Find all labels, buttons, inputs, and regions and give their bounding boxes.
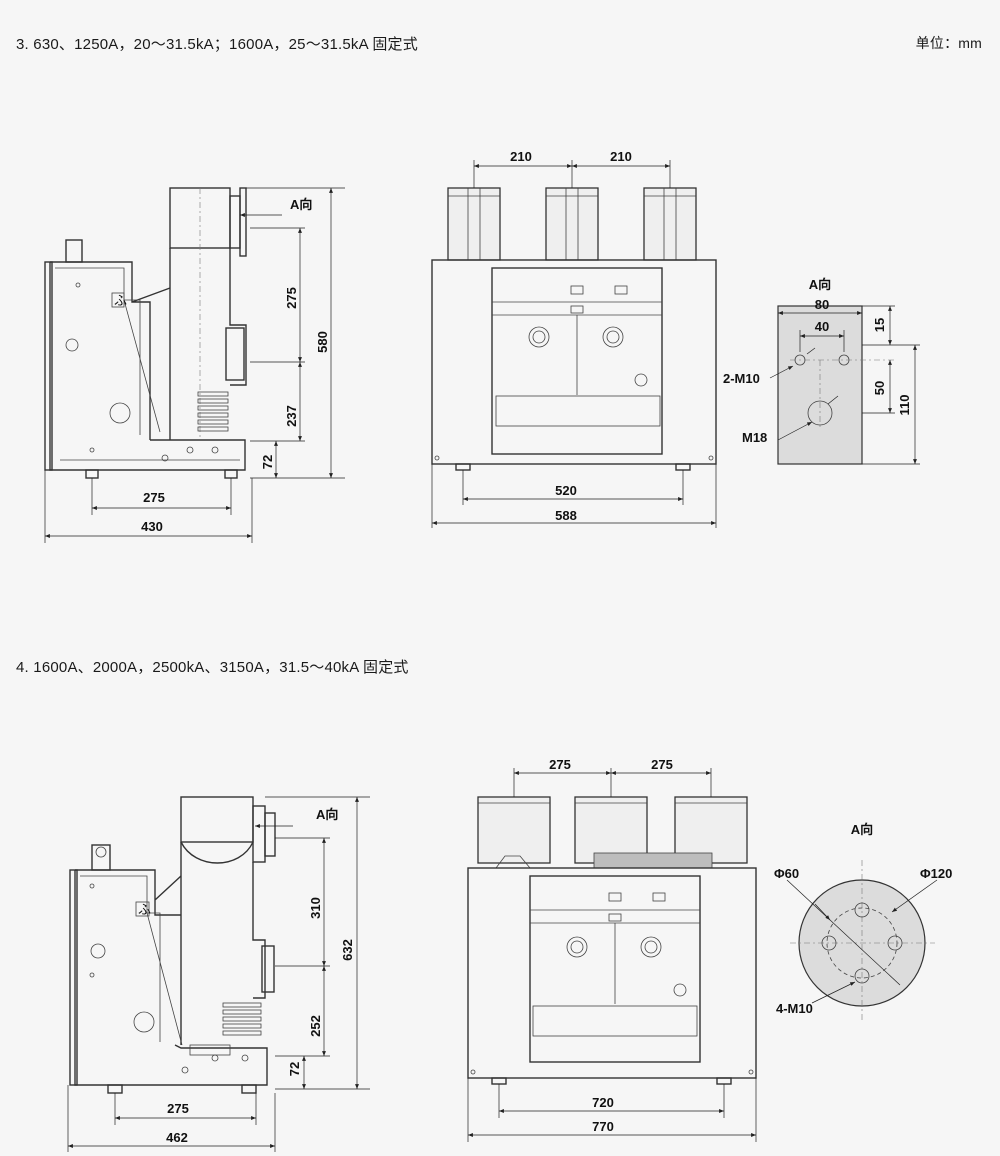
s3-dim-588: 588: [555, 508, 577, 523]
s3-dim-15: 15: [872, 318, 887, 332]
s3-dim-275-vertical: 275: [284, 287, 299, 309]
s4-pole-left: [477, 796, 551, 864]
s3-side-a-view-label: A向: [290, 197, 312, 212]
s3-dim-430: 430: [141, 519, 163, 534]
s3-dim-210-a: 210: [510, 149, 532, 164]
s4-front-panel: [529, 875, 701, 1063]
s4-front-frame: [467, 867, 757, 1079]
s3-a-view: A向 80 40 15 50 110 2-M10 M18: [723, 277, 920, 465]
s4-dim-275-b: 275: [651, 757, 673, 772]
s3-dim-210-b: 210: [610, 149, 632, 164]
s4-front-view: 275 275 720 770: [467, 757, 757, 1142]
s4-a-view: A向 Φ60 Φ120 4-M10: [774, 822, 952, 1020]
s4-bolt-label: 4-M10: [776, 1001, 813, 1016]
s3-pole-right: [643, 187, 697, 261]
s3-mechanism-housing: [49, 262, 246, 471]
s3-side-bellows: [197, 391, 229, 432]
s4-a-view-label: A向: [851, 822, 873, 837]
s3-pole-left: [447, 187, 501, 261]
s3-dim-40: 40: [815, 319, 829, 334]
s4-dim-275-a: 275: [549, 757, 571, 772]
s3-dim-110: 110: [897, 395, 912, 416]
s4-dim-275-horizontal: 275: [167, 1101, 189, 1116]
s4-dim-462: 462: [166, 1130, 188, 1145]
s3-front-frame: [431, 259, 717, 465]
s4-dim-770: 770: [592, 1119, 614, 1134]
s4-side-view: ふ A向 310 252 72 632 275 462: [67, 796, 370, 1152]
unit-label: 单位：mm: [915, 35, 982, 51]
s4-side-a-view-label: A向: [316, 807, 338, 822]
s4-side-bellows: [222, 1002, 262, 1036]
s3-dim-72: 72: [260, 455, 275, 469]
s4-dim-252: 252: [308, 1015, 323, 1037]
s3-dim-275-horizontal: 275: [143, 490, 165, 505]
section-3-title: 3. 630、1250A，20～31.5kA；1600A，25～31.5kA 固…: [16, 36, 418, 53]
s3-stud-label: M18: [742, 430, 767, 445]
s4-dim-310: 310: [308, 897, 323, 919]
s4-front-busbar: [593, 852, 713, 869]
s4-side-label-icon: ふ: [138, 902, 151, 917]
s4-dim-72: 72: [287, 1062, 302, 1076]
s3-a-view-label: A向: [809, 277, 831, 292]
s3-bolt-label: 2-M10: [723, 371, 760, 386]
s3-dim-50: 50: [872, 381, 887, 395]
s3-dim-520: 520: [555, 483, 577, 498]
s3-dim-580: 580: [315, 331, 330, 353]
section-4-title: 4. 1600A、2000A，2500kA、3150A，31.5～40kA 固定…: [16, 659, 409, 676]
s3-side-view: ふ A向 275 237 72 580 275 430: [44, 187, 345, 543]
s4-dim-720: 720: [592, 1095, 614, 1110]
s3-side-label-icon: ふ: [114, 293, 127, 308]
s4-dim-632: 632: [340, 939, 355, 961]
s4-phi120-label: Φ120: [920, 866, 952, 881]
s3-front-view: 210 210 520 588: [431, 149, 717, 528]
s4-phi60-label: Φ60: [774, 866, 799, 881]
s3-dim-80: 80: [815, 297, 829, 312]
s4-upper-terminal-block: [180, 796, 254, 843]
s3-dim-237: 237: [284, 405, 299, 427]
s4-mechanism-housing: [74, 870, 268, 1086]
s3-pole-center: [545, 187, 599, 261]
s3-front-panel: [491, 267, 663, 455]
